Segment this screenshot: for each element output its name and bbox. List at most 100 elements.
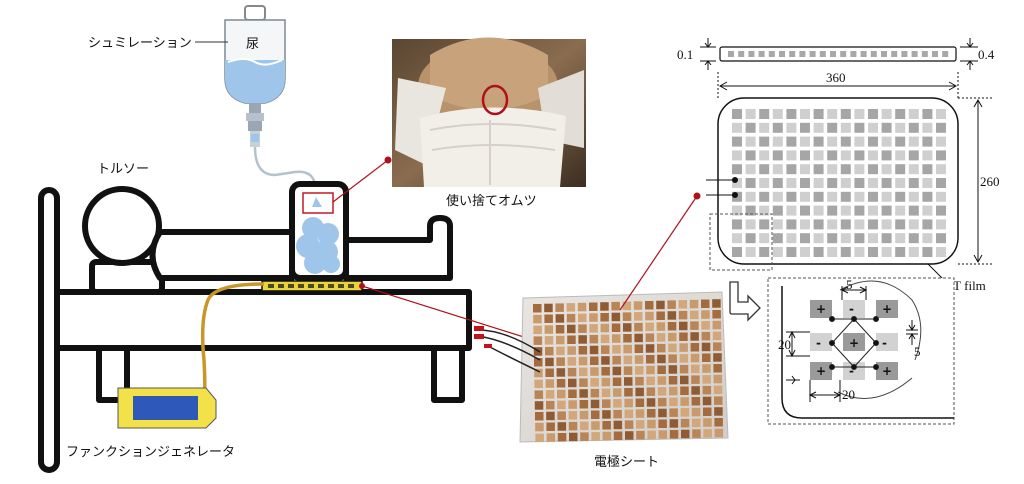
- sheet-electrode: [679, 343, 688, 352]
- sheet-electrode: [658, 419, 667, 428]
- plate-pad: [800, 109, 810, 119]
- sign-r2c1: -: [816, 336, 821, 350]
- plate-pad: [881, 247, 892, 257]
- sheet-electrode: [555, 314, 565, 323]
- plate-pad: [840, 164, 851, 175]
- sheet-electrode: [691, 407, 701, 417]
- sheet-electrode: [713, 342, 722, 351]
- plate-pad: [881, 191, 892, 202]
- photo-highlight-circle: [481, 84, 509, 116]
- sheet-electrode: [657, 387, 667, 396]
- plate-pad: [840, 122, 851, 133]
- plate-pad: [868, 164, 878, 175]
- urine-liquid: [225, 60, 285, 103]
- side-pad: [840, 51, 847, 57]
- sheet-electrode: [535, 422, 544, 432]
- plate-pad: [895, 178, 906, 188]
- sheet-electrode: [544, 336, 554, 345]
- sheet-electrode: [600, 313, 609, 322]
- sheet-electrode: [625, 431, 634, 440]
- plate-pad: [895, 122, 906, 133]
- sheet-electrode: [578, 313, 587, 323]
- plate-pad: [786, 219, 797, 230]
- sheet-electrode: [645, 344, 655, 353]
- pad-size-bottom-label: 20: [842, 387, 855, 402]
- sheet-electrode: [613, 399, 622, 408]
- plate-pad: [786, 233, 797, 244]
- sheet-electrode: [624, 409, 634, 419]
- plate-pad: [868, 247, 878, 257]
- plate-pad: [786, 136, 797, 147]
- plate-pad: [759, 164, 770, 175]
- plate-pad: [745, 191, 756, 202]
- height-dimension: [958, 97, 992, 265]
- plate-pad: [895, 164, 906, 175]
- detail-view: [767, 277, 955, 425]
- side-pad: [789, 51, 796, 57]
- sheet-electrode: [544, 303, 553, 313]
- sheet-electrode: [546, 411, 555, 421]
- plate-pad: [936, 178, 946, 188]
- side-pad: [748, 51, 755, 57]
- plate-pad: [772, 205, 783, 216]
- sheet-electrode: [622, 301, 632, 311]
- sheet-electrode: [534, 379, 543, 389]
- plate-pad: [813, 247, 824, 257]
- sheet-electrode: [656, 311, 665, 320]
- plate-pad: [732, 219, 742, 230]
- plate-pad: [908, 109, 919, 119]
- sheet-electrode: [544, 325, 554, 334]
- plate-pad: [813, 109, 824, 119]
- sheet-electrode: [701, 321, 710, 330]
- plate-pad: [786, 191, 797, 202]
- detail-signs: + - + - + - + - +: [816, 302, 892, 378]
- sheet-electrode: [591, 410, 600, 419]
- plate-pad: [908, 178, 919, 188]
- plate-pad: [840, 136, 851, 147]
- sheet-electrode: [691, 386, 700, 395]
- plate-pad: [800, 150, 810, 161]
- plate-pad: [772, 136, 783, 147]
- plate-pad: [936, 164, 946, 175]
- plate-pad: [786, 205, 797, 216]
- sheet-electrode: [601, 367, 610, 376]
- plate-pad: [854, 219, 865, 230]
- sheet-electrode: [668, 354, 677, 363]
- plate-pad: [759, 109, 770, 119]
- plate-pad: [936, 150, 946, 161]
- plate-pad: [895, 233, 906, 244]
- sheet-electrode: [568, 400, 577, 409]
- sign-r2c3: -: [882, 336, 887, 350]
- plate-pad: [732, 164, 742, 175]
- plate-pad: [908, 164, 919, 175]
- plate-pad: [827, 150, 838, 161]
- side-pad: [901, 51, 908, 57]
- sheet-electrode: [578, 324, 587, 333]
- plate-pad: [922, 233, 933, 244]
- plate-pad: [936, 109, 946, 119]
- sheet-electrode: [635, 376, 644, 386]
- sheet-electrode: [679, 332, 688, 341]
- plate-pad: [908, 233, 919, 244]
- sheet-electrode: [656, 333, 666, 342]
- sheet-electrode: [612, 334, 621, 343]
- plate-pad: [732, 205, 742, 216]
- sheet-electrode: [602, 399, 611, 408]
- urine-label: 尿: [246, 37, 259, 52]
- plate-pad: [772, 109, 783, 119]
- sheet-electrode: [703, 407, 712, 416]
- sheet-electrode: [569, 432, 578, 442]
- sheet-electrode: [635, 398, 645, 407]
- plate-pad: [827, 219, 838, 230]
- sheet-electrode: [714, 428, 724, 438]
- sheet-electrode: [680, 375, 689, 385]
- plate-pad: [800, 122, 810, 133]
- sheet-electrode: [556, 379, 566, 388]
- height-label: 260: [980, 174, 1000, 189]
- plate-pad: [854, 136, 865, 147]
- sheet-electrode: [714, 418, 723, 427]
- detail-pad: [876, 300, 898, 318]
- sheet-electrode: [680, 418, 690, 428]
- sheet-electrode: [702, 375, 711, 384]
